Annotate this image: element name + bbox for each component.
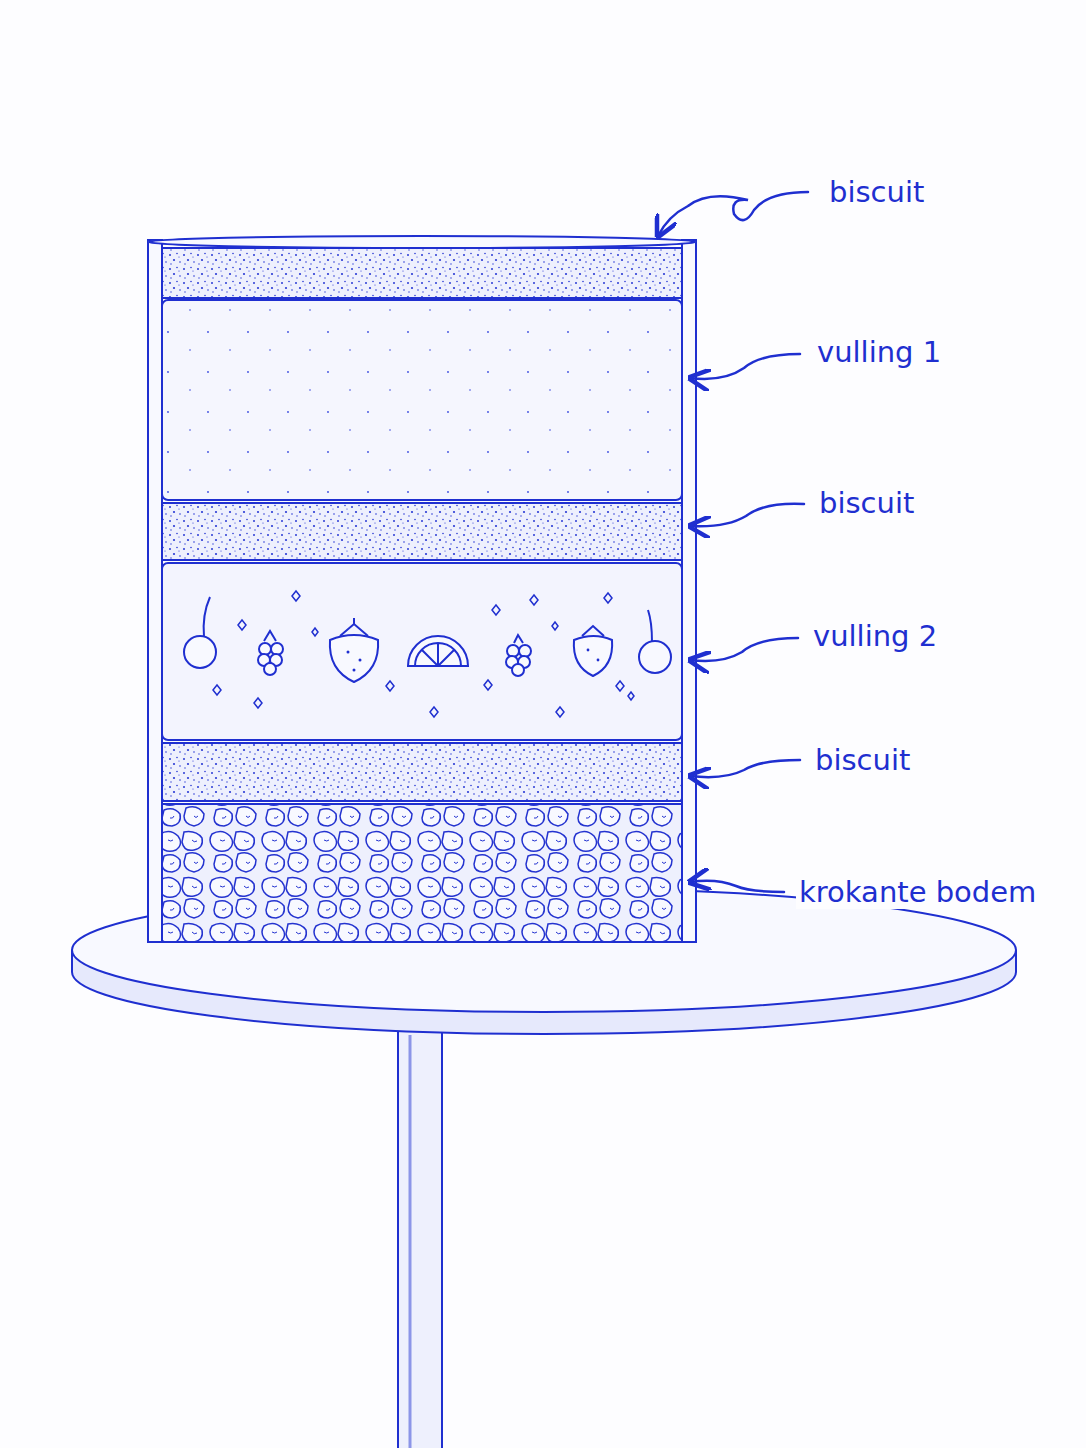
layer-label: biscuit xyxy=(812,744,913,777)
layer-label: biscuit xyxy=(816,487,917,520)
layer-label: vulling 1 xyxy=(814,336,944,369)
layer-label: krokante bodem xyxy=(796,876,1039,909)
layer-label: biscuit xyxy=(826,176,927,209)
layer-label: vulling 2 xyxy=(810,620,940,653)
